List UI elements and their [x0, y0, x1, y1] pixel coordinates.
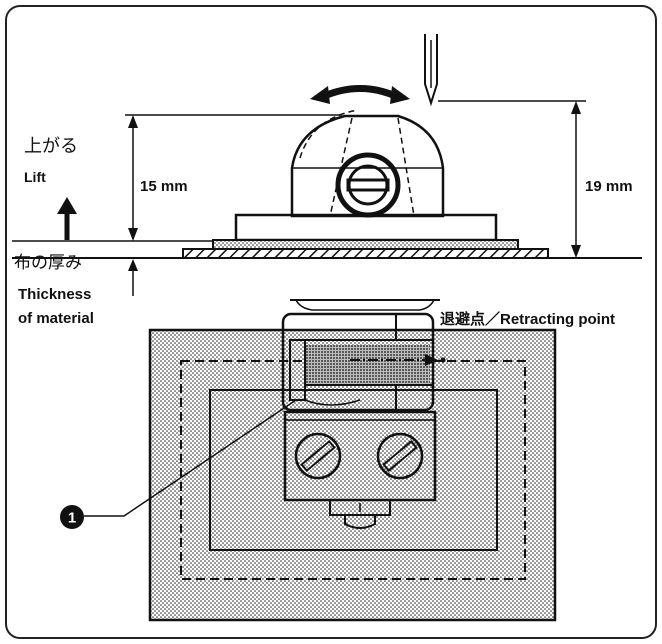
lift-label-en: Lift — [24, 169, 46, 185]
dimension-15mm — [125, 114, 342, 241]
dimension-15mm-label: 15 mm — [140, 178, 188, 195]
retracting-point-label: 退避点／Retracting point — [440, 310, 615, 328]
hook-housing-top-edge — [290, 299, 440, 311]
sewing-area-opening — [209, 389, 498, 551]
thickness-arrow-icon — [128, 259, 138, 296]
retracting-arrow-icon — [350, 354, 446, 366]
lift-label-jp: 上がる — [24, 136, 78, 157]
callout-leader-line — [84, 399, 297, 517]
thickness-label-en-line2: of material — [18, 310, 94, 327]
thickness-label-jp: 布の厚み — [14, 253, 82, 273]
callout-1-badge — [60, 505, 84, 529]
lift-up-arrow-icon — [57, 197, 77, 240]
dimension-19mm — [438, 100, 586, 258]
callout-1-number: 1 — [68, 510, 76, 527]
adjust-knob-icon — [329, 499, 391, 529]
material-layer — [182, 248, 549, 259]
dimension-19mm-label: 19 mm — [585, 178, 633, 195]
feed-plate — [212, 239, 519, 250]
thickness-label-en-line1: Thickness — [18, 286, 91, 303]
swing-double-arrow-icon — [310, 85, 410, 104]
right-screw-icon — [376, 432, 424, 480]
left-screw-icon — [294, 432, 342, 480]
needle-icon — [424, 34, 438, 107]
